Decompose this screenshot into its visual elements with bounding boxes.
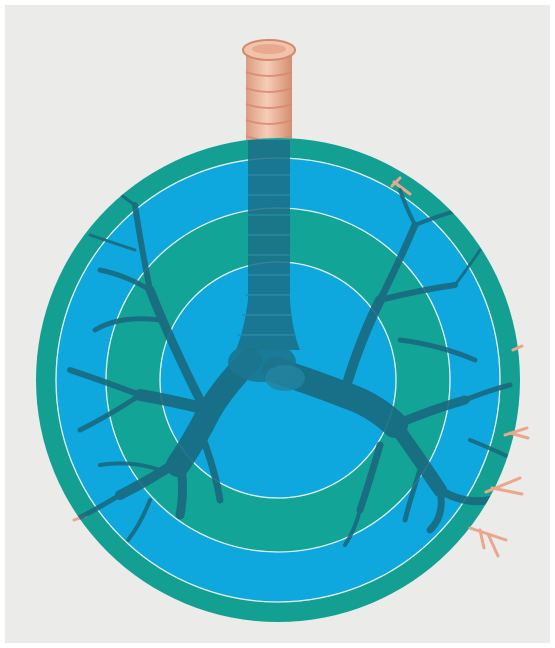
trachea-top-opening [243,40,295,60]
